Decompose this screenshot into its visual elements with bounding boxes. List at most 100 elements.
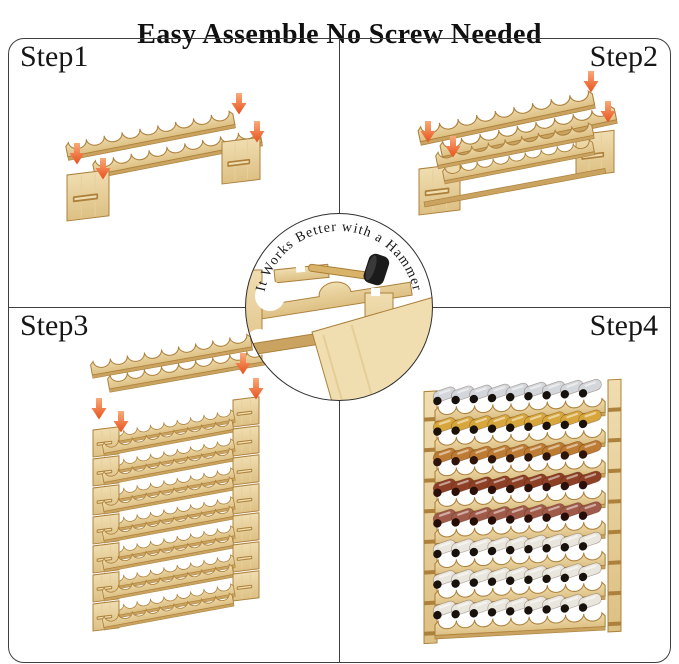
scalloped-rail bbox=[101, 534, 235, 573]
wine-bottle bbox=[469, 384, 493, 404]
wine-bottle bbox=[451, 477, 475, 496]
wine-bottle bbox=[451, 416, 475, 435]
down-arrow-icon bbox=[235, 353, 251, 375]
wine-bottle bbox=[560, 441, 584, 460]
wine-bottle bbox=[542, 533, 566, 553]
wine-bottle bbox=[560, 563, 584, 583]
wine-bottle bbox=[487, 536, 511, 556]
wine-bottle bbox=[451, 508, 475, 527]
scalloped-rail bbox=[90, 333, 254, 379]
wine-bottle bbox=[432, 600, 457, 620]
side-panel bbox=[232, 454, 260, 486]
wine-bottle bbox=[560, 379, 584, 399]
side-panel bbox=[221, 136, 261, 185]
wine-bottle bbox=[469, 598, 493, 618]
wine-bottle bbox=[487, 383, 511, 403]
down-arrow-icon bbox=[445, 136, 461, 158]
mallet-icon bbox=[308, 253, 390, 286]
wine-bottle bbox=[432, 417, 457, 436]
wine-bottle bbox=[578, 501, 602, 520]
wine-bottle bbox=[505, 566, 529, 585]
scalloped-rail bbox=[434, 611, 606, 640]
down-arrow-icon bbox=[249, 121, 265, 143]
wine-bottle bbox=[451, 446, 475, 466]
wine-bottle bbox=[560, 410, 584, 430]
step-panel-2: Step2 bbox=[340, 39, 669, 307]
scalloped-rail bbox=[107, 525, 236, 562]
wine-bottle bbox=[523, 504, 548, 523]
side-panel bbox=[232, 512, 260, 544]
side-panel bbox=[232, 570, 260, 602]
wine-bottle bbox=[432, 447, 457, 467]
side-panel bbox=[232, 541, 260, 573]
wine-bottle bbox=[578, 378, 602, 398]
step-panel-3: Step3 bbox=[9, 308, 339, 660]
wine-bottle bbox=[560, 532, 584, 552]
down-arrow-icon bbox=[231, 93, 247, 115]
wine-bottle bbox=[469, 537, 493, 557]
wine-bottle bbox=[469, 476, 493, 496]
wine-bottle bbox=[505, 413, 529, 432]
scalloped-rail bbox=[435, 122, 595, 170]
wine-bottle bbox=[542, 380, 566, 400]
wine-bottle bbox=[505, 505, 529, 524]
wine-bottle bbox=[523, 443, 548, 462]
wine-bottle bbox=[432, 508, 457, 528]
wine-bottle bbox=[542, 472, 566, 492]
wine-bottle bbox=[469, 445, 493, 465]
wine-bottle bbox=[469, 415, 493, 434]
step-panel-4: Step4 bbox=[340, 308, 669, 660]
wine-bottle bbox=[451, 599, 475, 619]
wine-bottle bbox=[542, 411, 566, 431]
side-panel bbox=[232, 483, 260, 515]
step-label-1: Step1 bbox=[20, 40, 89, 73]
side-panel bbox=[418, 163, 461, 216]
scalloped-rail bbox=[442, 139, 596, 185]
wine-bottle bbox=[469, 568, 493, 587]
down-arrow-icon bbox=[69, 143, 85, 165]
wine-bottle bbox=[523, 596, 548, 615]
badge-circle-outline bbox=[245, 213, 433, 401]
step-label-2: Step2 bbox=[589, 40, 658, 73]
down-arrow-icon bbox=[248, 378, 264, 400]
wine-bottle bbox=[542, 503, 566, 522]
wine-bottle bbox=[578, 440, 602, 459]
wine-bottle bbox=[487, 414, 511, 433]
wine-bottle bbox=[469, 507, 493, 526]
hammer-badge-graphic: It Works Better with a Hammer bbox=[245, 213, 433, 401]
wine-bottle bbox=[542, 595, 566, 614]
wine-bottle bbox=[487, 506, 511, 525]
wine-bottle bbox=[542, 442, 566, 461]
wine-bottle bbox=[432, 478, 457, 497]
down-arrow-icon bbox=[113, 411, 129, 433]
wine-bottle bbox=[505, 443, 529, 463]
wine-bottle bbox=[451, 538, 475, 558]
hammer-badge: It Works Better with a Hammer bbox=[244, 212, 434, 402]
wine-bottle bbox=[560, 594, 584, 613]
wine-bottle bbox=[487, 475, 511, 495]
wine-bottle bbox=[578, 409, 602, 429]
wine-bottle bbox=[432, 386, 457, 406]
steps-grid: Step1 Step2 Step3 Step4 It Works Better … bbox=[8, 38, 671, 663]
down-arrow-icon bbox=[583, 71, 599, 93]
wine-bottle bbox=[523, 381, 548, 401]
wine-bottle bbox=[542, 564, 566, 584]
wine-bottle bbox=[432, 539, 457, 559]
wine-bottle bbox=[523, 565, 548, 584]
support-bar bbox=[423, 168, 607, 208]
wine-bottle bbox=[560, 471, 584, 491]
step-label-4: Step4 bbox=[589, 309, 658, 342]
side-panel bbox=[232, 425, 260, 457]
wine-bottle bbox=[578, 562, 602, 582]
scalloped-rail bbox=[101, 592, 235, 631]
wine-bottle bbox=[578, 470, 602, 490]
step-label-3: Step3 bbox=[20, 309, 89, 342]
down-arrow-icon bbox=[91, 398, 107, 420]
down-arrow-icon bbox=[95, 158, 111, 180]
wine-bottle bbox=[578, 593, 602, 612]
step1-illustration bbox=[65, 93, 265, 222]
scalloped-rail bbox=[65, 110, 236, 161]
wine-bottle bbox=[487, 567, 511, 586]
wine-bottle bbox=[505, 474, 529, 494]
